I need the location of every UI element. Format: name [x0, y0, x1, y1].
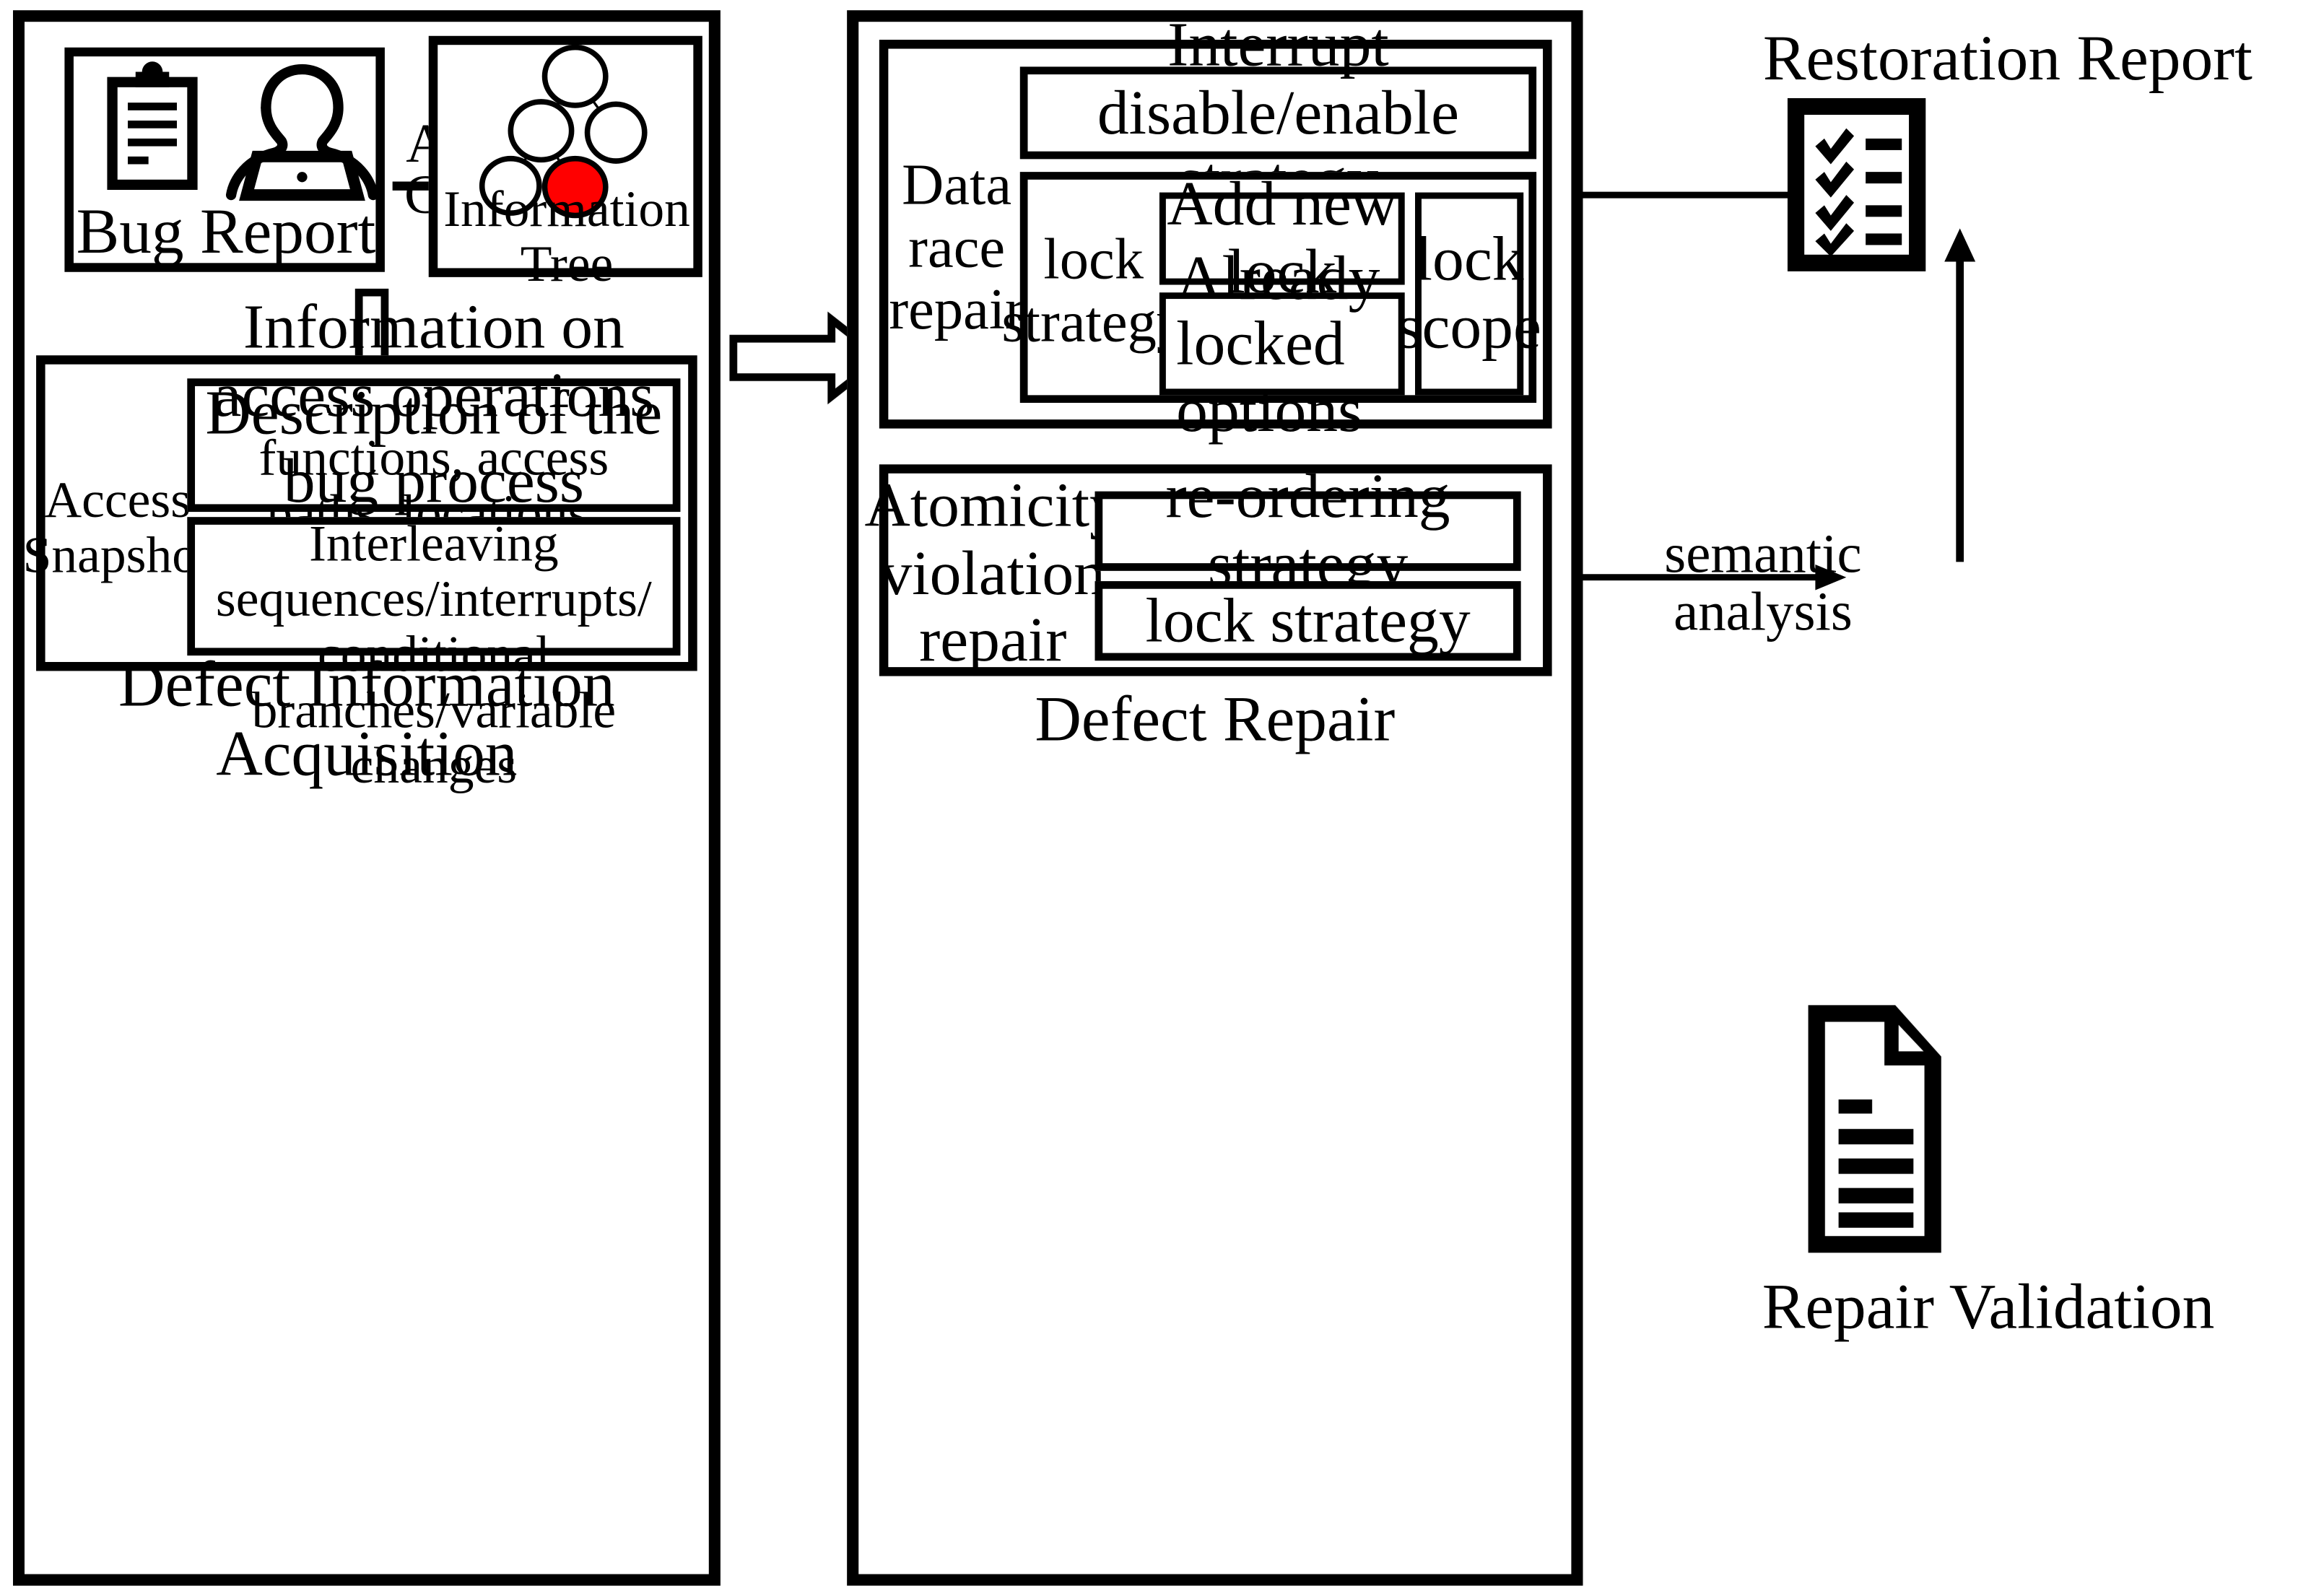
access-snapshot-label: Access Snapshot — [23, 469, 212, 585]
lock-scope-line1: lock — [1414, 223, 1524, 295]
atomicity-violation-repair-label: Atomicity violation repair — [865, 471, 1121, 674]
re-ordering-strategy-box[interactable]: re-ordering strategy — [1094, 462, 1521, 598]
repair-validation-icon-wrap[interactable] — [1808, 1005, 1941, 1253]
tree-node-root — [541, 44, 609, 108]
lock-strategy-label-line2: strategy — [1001, 289, 1186, 354]
defect-information-acquisition-caption: Defect Information Acquisition — [118, 648, 615, 789]
access-snapshot-label-line1: Access — [44, 470, 191, 528]
repair-validation-label: Repair Validation — [1762, 1270, 2215, 1342]
output-connectors — [1575, 154, 2247, 692]
diagram-canvas: Bug Report AST CFG — [12, 10, 2253, 1586]
access-snapshot-box[interactable]: Access Snapshot Information on access op… — [23, 293, 697, 793]
access-snapshot-label-line2: Snapshot — [22, 526, 212, 584]
data-race-repair-label-line1: Data — [902, 152, 1012, 217]
bug-process-detail-line2: conditional branches/variable changes — [251, 625, 617, 794]
access-operations-box[interactable]: Information on access operations functio… — [187, 293, 681, 596]
access-operations-title: Information on access operations — [213, 291, 655, 430]
data-race-repair-label: Data race repair — [889, 154, 1024, 340]
bug-report-box[interactable]: Bug Report — [64, 47, 385, 272]
lock-strategy-group-box[interactable]: lock strategy Add new lock Already locke… — [1001, 170, 1541, 443]
interrupt-disable-enable-strategy-box[interactable]: Interrupt disable/enable strategy — [1019, 10, 1537, 214]
tree-node-right — [584, 101, 648, 164]
data-race-repair-label-line3: repair — [889, 277, 1024, 342]
laptop-icon — [239, 150, 365, 201]
atomicity-violation-repair-box[interactable]: Atomicity violation repair re-ordering s… — [865, 462, 1552, 676]
document-icon — [1808, 1005, 1941, 1253]
atomicity-violation-repair-label-line3: repair — [919, 604, 1067, 676]
tree-node-leaf-highlighted — [541, 155, 609, 219]
lock-scope-line2: scope — [1397, 291, 1541, 362]
bug-report-label: Bug Report — [76, 195, 376, 267]
lock-scope-box[interactable]: lock scope — [1397, 192, 1541, 396]
information-tree-box[interactable]: Information Tree — [428, 35, 702, 293]
restoration-report-label: Restoration Report — [1762, 22, 2253, 94]
data-race-repair-box[interactable]: Data race repair Interrupt disable/enabl… — [879, 10, 1552, 443]
semantic-analysis-line1: semantic — [1664, 524, 1862, 585]
clipboard-icon — [107, 61, 198, 191]
bug-process-title: Description of the bug process — [205, 377, 663, 516]
semantic-analysis-label: semantic analysis — [1624, 513, 1902, 654]
already-locked-options-box[interactable]: Already locked options — [1159, 245, 1405, 443]
semantic-analysis-line2: analysis — [1674, 582, 1853, 643]
restoration-report-icon-wrap[interactable] — [1787, 97, 1926, 271]
data-race-repair-label-line2: race — [908, 215, 1006, 279]
defect-repair-caption: Defect Repair — [1035, 682, 1396, 754]
already-locked-options-label: Already locked options — [1176, 242, 1380, 445]
tree-node-left — [508, 99, 575, 163]
atomicity-violation-repair-label-line1: Atomicity — [864, 469, 1121, 540]
atomicity-lock-strategy-box[interactable]: lock strategy — [1094, 581, 1521, 661]
bug-process-box[interactable]: Description of the bug process Interleav… — [187, 379, 681, 793]
tree-node-leaf-left — [479, 155, 542, 216]
bug-process-detail-line1: Interleaving sequences/interrupts/ — [215, 514, 652, 628]
lock-strategy-label: lock strategy — [1001, 227, 1185, 353]
information-tree-label: Information Tree — [443, 180, 690, 293]
bug-report-icons — [74, 61, 378, 201]
checklist-icon — [1787, 97, 1926, 271]
lock-strategy-label-line1: lock — [1043, 227, 1144, 292]
information-tree-graphic — [435, 44, 694, 219]
atomicity-violation-repair-label-line2: violation — [880, 536, 1106, 608]
